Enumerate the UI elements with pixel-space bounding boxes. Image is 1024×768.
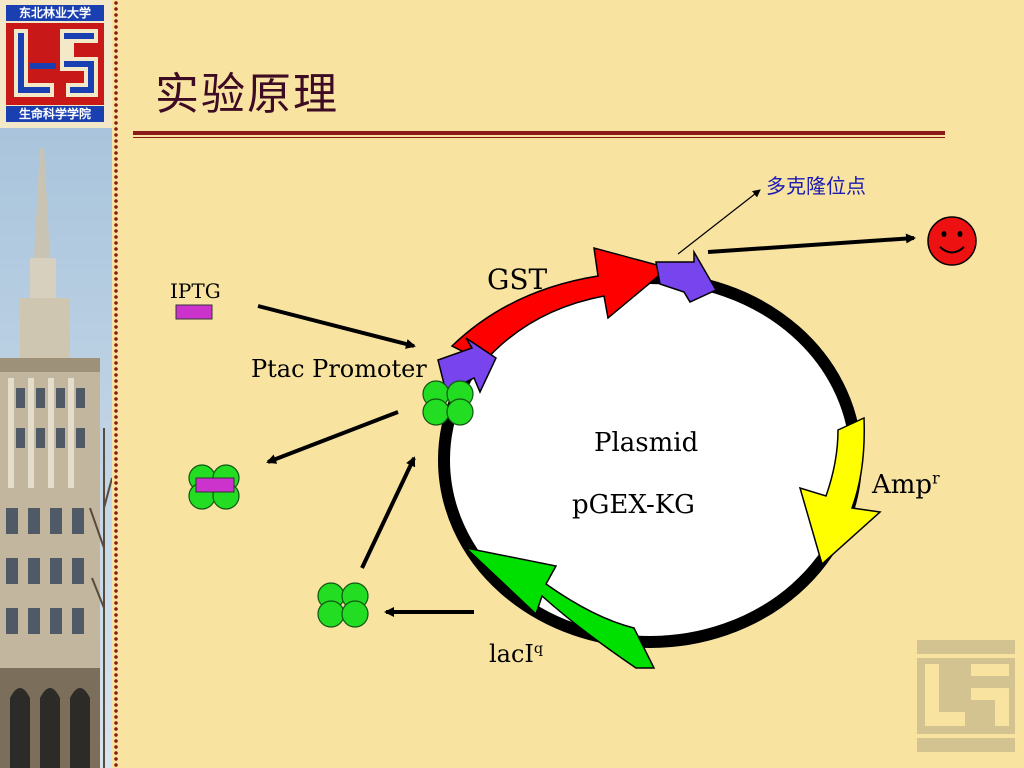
sidebar: 东北林业大学 生命科学学院 bbox=[0, 0, 112, 768]
promoter-to-complex-arrow bbox=[266, 410, 399, 464]
ampr-gene-arrow bbox=[798, 416, 882, 566]
title-rule-thin bbox=[133, 137, 945, 138]
label-ampr-text: Amp bbox=[872, 470, 933, 500]
label-pgex-kg: pGEX-KG bbox=[572, 490, 695, 520]
repressor-to-promoter-arrow bbox=[360, 456, 416, 569]
tetramer-protein-icon bbox=[422, 380, 474, 426]
university-logo: 东北林业大学 生命科学学院 bbox=[0, 0, 112, 128]
logo-mark-icon bbox=[6, 23, 104, 105]
repressor-iptg-complex bbox=[188, 464, 240, 510]
laci-gene-arrow bbox=[463, 546, 656, 669]
label-laci-text: lacI bbox=[489, 640, 534, 668]
label-laciq: lacIq bbox=[489, 640, 543, 668]
iptg-molecule bbox=[175, 304, 213, 320]
label-ptac-promoter: Ptac Promoter bbox=[251, 355, 427, 383]
logo-bottom-text: 生命科学学院 bbox=[6, 106, 104, 122]
label-plasmid: Plasmid bbox=[594, 428, 699, 458]
title-rule bbox=[133, 131, 945, 135]
label-multiple-cloning-site: 多克隆位点 bbox=[766, 174, 866, 198]
logo-top-text: 东北林业大学 bbox=[6, 5, 104, 21]
mcs-label-pointer bbox=[677, 189, 761, 255]
free-repressor-tetramer bbox=[317, 582, 369, 628]
smiley-face-icon bbox=[927, 216, 977, 266]
label-ampr: Ampr bbox=[872, 470, 940, 500]
label-ampr-sup: r bbox=[932, 469, 940, 488]
mcs-to-product-arrow bbox=[707, 233, 916, 254]
label-iptg: IPTG bbox=[170, 279, 221, 303]
logo-watermark-icon bbox=[917, 640, 1015, 752]
building-photo bbox=[0, 128, 112, 768]
iptg-to-promoter-arrow bbox=[257, 304, 416, 349]
label-laci-sup: q bbox=[533, 641, 544, 657]
mcs-site-arrow bbox=[655, 249, 718, 303]
slide-title: 实验原理 bbox=[155, 69, 339, 120]
dotted-divider bbox=[112, 0, 120, 768]
label-gst: GST bbox=[487, 263, 548, 296]
